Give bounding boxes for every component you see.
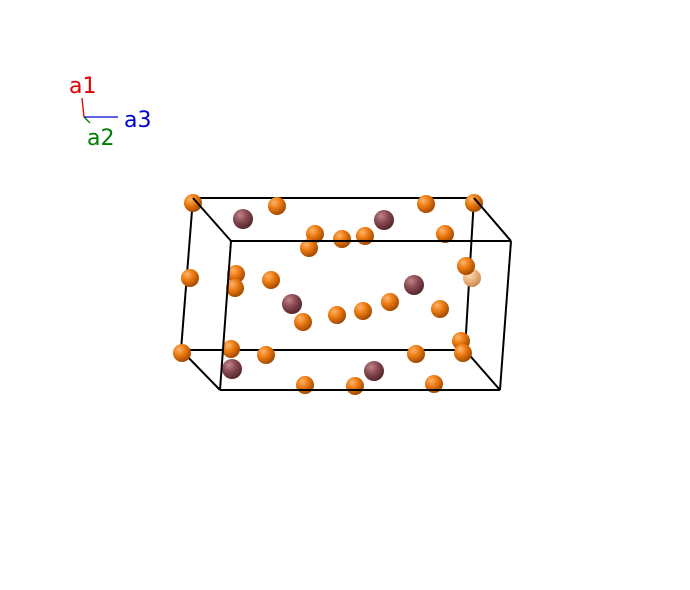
cell-edge <box>219 240 232 391</box>
atom-maroon[interactable] <box>404 275 424 295</box>
atom-orange[interactable] <box>354 302 372 320</box>
atom-orange[interactable] <box>454 344 472 362</box>
atom-orange[interactable] <box>257 346 275 364</box>
atom-maroon[interactable] <box>233 209 253 229</box>
a1-axis-line <box>81 97 85 118</box>
atom-orange[interactable] <box>294 313 312 331</box>
atom-orange[interactable] <box>184 194 202 212</box>
atom-maroon[interactable] <box>282 294 302 314</box>
atom-orange[interactable] <box>222 340 240 358</box>
atom-orange[interactable] <box>431 300 449 318</box>
a1-axis-label: a1 <box>69 74 96 99</box>
atom-orange[interactable] <box>181 269 199 287</box>
atom-maroon[interactable] <box>374 210 394 230</box>
a3-axis-label: a3 <box>124 108 151 133</box>
atom-maroon[interactable] <box>222 359 242 379</box>
atom-orange[interactable] <box>381 293 399 311</box>
unit-cell-front-edges <box>192 197 512 391</box>
atom-orange[interactable] <box>436 225 454 243</box>
axis-triad: a1 a2 a3 <box>69 74 151 151</box>
a2-axis-label: a2 <box>87 126 114 151</box>
cell-edge <box>499 240 512 391</box>
cell-edge <box>192 197 232 242</box>
atom-orange[interactable] <box>425 375 443 393</box>
atom-orange[interactable] <box>356 227 374 245</box>
atom-orange[interactable] <box>173 344 191 362</box>
atom-orange[interactable] <box>306 225 324 243</box>
atom-orange[interactable] <box>227 265 245 283</box>
atom-orange[interactable] <box>328 306 346 324</box>
atom-orange[interactable] <box>296 376 314 394</box>
atom-orange[interactable] <box>417 195 435 213</box>
atom-orange[interactable] <box>300 239 318 257</box>
atom-orange[interactable] <box>226 279 244 297</box>
atom-orange[interactable] <box>262 271 280 289</box>
atoms <box>173 194 483 395</box>
atom-orange[interactable] <box>465 194 483 212</box>
atom-orange[interactable] <box>457 257 475 275</box>
atom-maroon[interactable] <box>364 361 384 381</box>
atom-orange[interactable] <box>333 230 351 248</box>
cell-edge <box>473 197 512 242</box>
atom-orange[interactable] <box>268 197 286 215</box>
atom-orange[interactable] <box>407 345 425 363</box>
a2-axis-line <box>83 116 91 124</box>
atom-orange[interactable] <box>346 377 364 395</box>
